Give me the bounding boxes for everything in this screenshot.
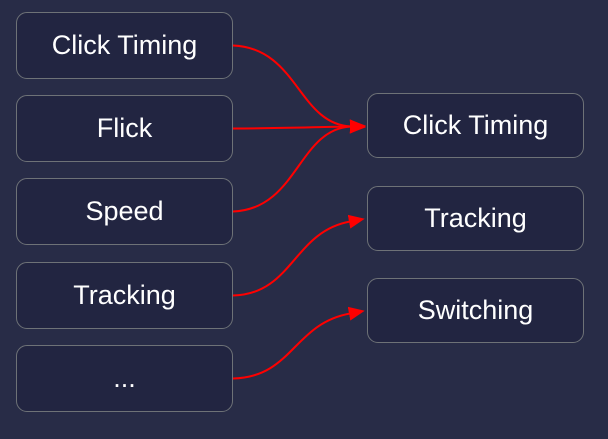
node-label: ... <box>113 363 136 393</box>
edge-ellipsis-to-switching <box>232 306 365 380</box>
node-label: Flick <box>96 113 153 143</box>
edge-flick-to-click-timing <box>232 119 366 134</box>
node-label: Switching <box>417 295 534 325</box>
node-left-click-timing: Click Timing <box>16 12 233 79</box>
node-right-tracking: Tracking <box>367 186 584 251</box>
node-right-switching: Switching <box>367 278 584 343</box>
edge-speed-to-click-timing <box>232 119 366 213</box>
node-label: Speed <box>85 196 164 226</box>
node-left-speed: Speed <box>16 178 233 245</box>
node-label: Tracking <box>424 203 527 233</box>
node-label: Click Timing <box>402 110 549 140</box>
edge-tracking-to-tracking <box>232 214 365 297</box>
node-label: Tracking <box>73 280 176 310</box>
node-label: Click Timing <box>51 30 198 60</box>
node-left-tracking: Tracking <box>16 262 233 329</box>
edge-click-timing-to-click-timing <box>232 44 366 134</box>
node-left-flick: Flick <box>16 95 233 162</box>
node-right-click-timing: Click Timing <box>367 93 584 158</box>
node-left-ellipsis: ... <box>16 345 233 412</box>
